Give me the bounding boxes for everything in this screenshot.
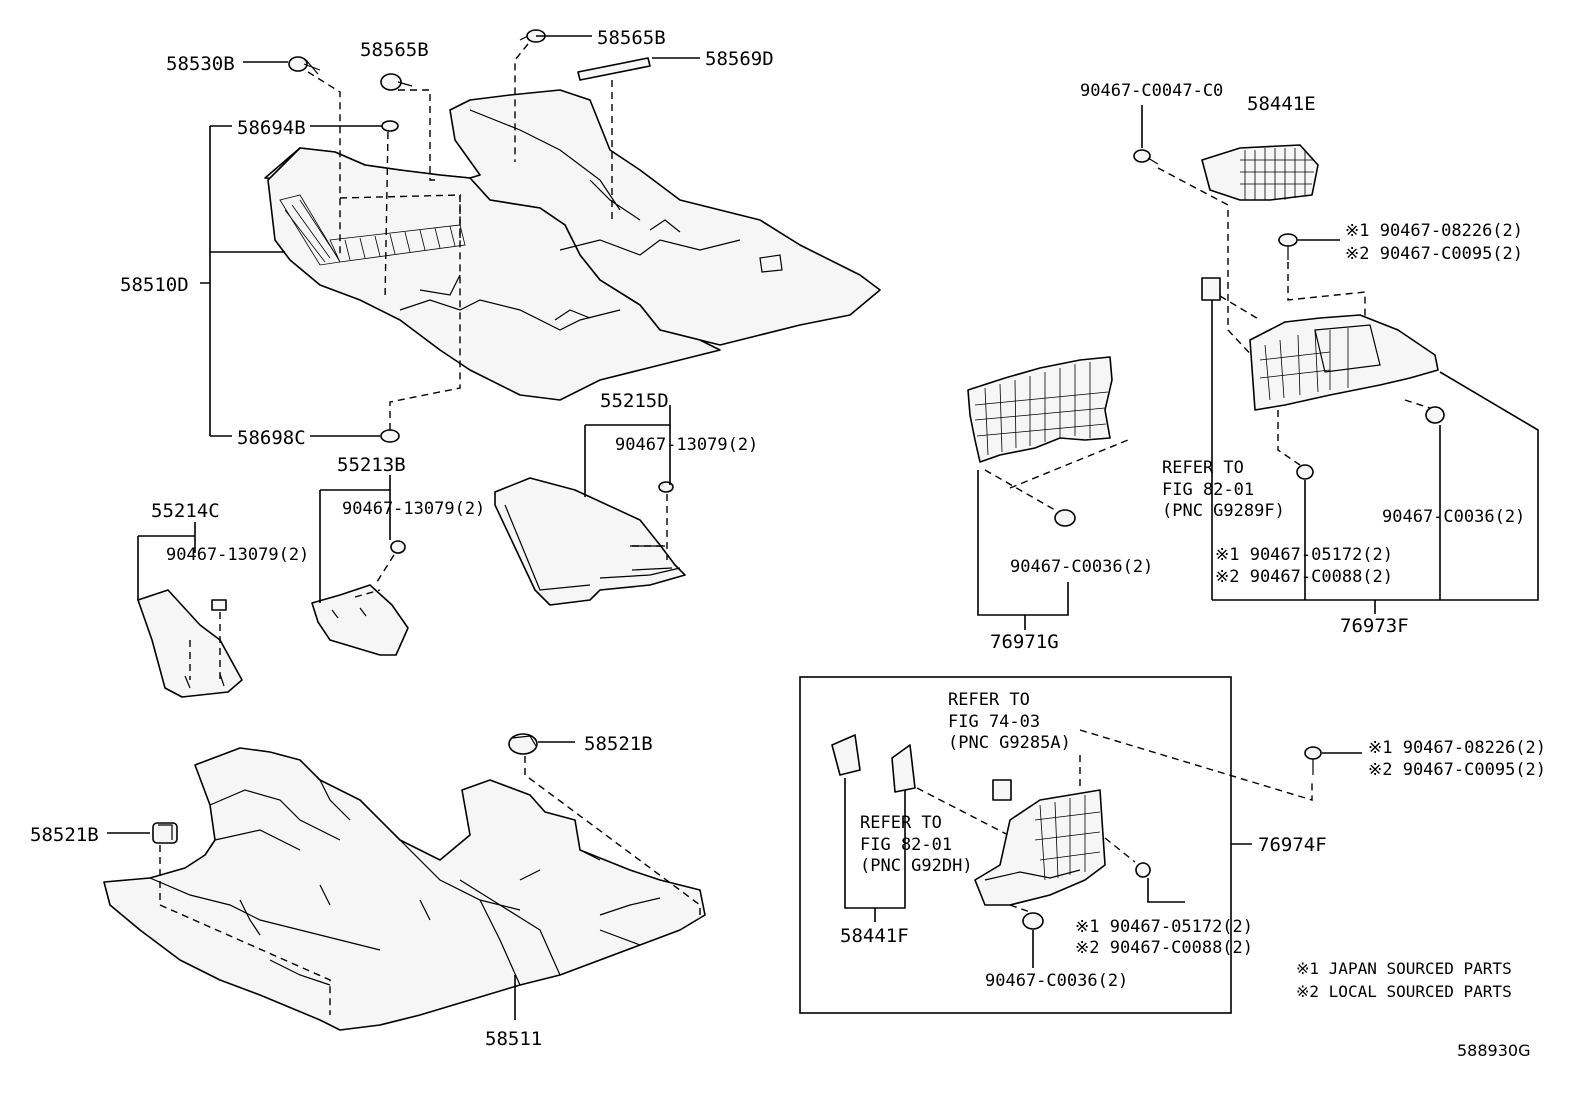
label-76973F: 76973F xyxy=(1340,615,1409,637)
clip-90467-C0036-box-icon xyxy=(1022,912,1044,930)
label-58565B-right: 58565B xyxy=(597,27,666,49)
ref-panel-icon-2 xyxy=(992,779,1012,801)
label-58569D: 58569D xyxy=(705,48,774,70)
label-55215D-clip: 90467-13079(2) xyxy=(615,435,758,455)
label-55215D: 55215D xyxy=(600,390,669,412)
floor-silencer-58511-drawing xyxy=(103,747,706,1031)
label-58698C: 58698C xyxy=(237,427,306,449)
panel-58441E-drawing xyxy=(1201,144,1319,201)
reference-2-line-3: (PNC G9285A) xyxy=(948,733,1071,753)
reference-2-line-2: FIG 74-03 xyxy=(948,712,1040,732)
panel-58441F-right-drawing xyxy=(891,744,916,793)
grommet-58698C-icon xyxy=(380,429,400,443)
trim-76971G-drawing xyxy=(967,356,1113,463)
label-76973F-clip2: 90467-C0036(2) xyxy=(1382,507,1525,527)
label-58441E: 58441E xyxy=(1247,93,1316,115)
reference-1-line-1: REFER TO xyxy=(1162,458,1244,478)
label-76974F-clip1-japan: ※1 90467-08226(2) xyxy=(1368,738,1546,758)
clip-90467-C0036-mid-icon xyxy=(1054,509,1076,527)
label-55213B: 55213B xyxy=(337,454,406,476)
label-76974F-clip1-local: ※2 90467-C0095(2) xyxy=(1368,760,1546,780)
reference-3-line-2: FIG 82-01 xyxy=(860,835,952,855)
label-76973F-clip1-japan: ※1 90467-08226(2) xyxy=(1345,221,1523,241)
label-76973F-clip1-local: ※2 90467-C0095(2) xyxy=(1345,244,1523,264)
label-58694B: 58694B xyxy=(237,117,306,139)
label-58441F: 58441F xyxy=(840,925,909,947)
label-58565B-left: 58565B xyxy=(360,39,429,61)
legend-local-sourced: ※2 LOCAL SOURCED PARTS xyxy=(1296,982,1512,1001)
label-76974F: 76974F xyxy=(1258,834,1327,856)
grommet-58694B-icon xyxy=(381,120,399,132)
label-76974F-clip2-local: ※2 90467-C0088(2) xyxy=(1075,938,1253,958)
bracket-58569D-icon xyxy=(577,57,651,81)
label-76973F-clip3-local: ※2 90467-C0088(2) xyxy=(1215,567,1393,587)
floor-carpet-front-drawing xyxy=(264,89,881,401)
label-76971G-clip: 90467-C0036(2) xyxy=(1010,557,1153,577)
clip-90467-08226-right-icon xyxy=(1278,233,1298,260)
trim-76973F-drawing xyxy=(1249,314,1439,411)
clip-90467-05172-box-icon xyxy=(1135,862,1151,878)
label-58521B-top: 58521B xyxy=(584,733,653,755)
label-58530B: 58530B xyxy=(166,53,235,75)
clip-90467-08226-box-icon xyxy=(1304,746,1322,775)
floor-part-55213B-drawing xyxy=(311,540,409,656)
clip-90467-C0036-right-icon xyxy=(1425,406,1445,424)
reference-2-line-1: REFER TO xyxy=(948,690,1030,710)
label-58511: 58511 xyxy=(485,1028,542,1050)
reference-1-line-2: FIG 82-01 xyxy=(1162,480,1254,500)
reference-3-line-3: (PNC G92DH) xyxy=(860,856,973,876)
label-76974F-clip2-japan: ※1 90467-05172(2) xyxy=(1075,917,1253,937)
clip-90467-05172-right-icon xyxy=(1296,464,1314,480)
ref-panel-icon xyxy=(1201,277,1221,301)
fastener-58530B-icon xyxy=(288,56,321,75)
label-76973F-clip3-japan: ※1 90467-05172(2) xyxy=(1215,545,1393,565)
clip-58521B-left-icon xyxy=(152,822,178,844)
label-90467-C0047-C0: 90467-C0047-C0 xyxy=(1080,81,1223,101)
clip-58521B-top-icon xyxy=(508,733,538,755)
reference-3-line-1: REFER TO xyxy=(860,813,942,833)
label-55214C-clip: 90467-13079(2) xyxy=(166,545,309,565)
legend-japan-sourced: ※1 JAPAN SOURCED PARTS xyxy=(1296,959,1512,978)
label-76974F-clip3: 90467-C0036(2) xyxy=(985,971,1128,991)
label-55213B-clip: 90467-13079(2) xyxy=(342,499,485,519)
label-76971G: 76971G xyxy=(990,631,1059,653)
label-58521B-left: 58521B xyxy=(30,824,99,846)
figure-id: 588930G xyxy=(1457,1041,1530,1060)
floor-mat-55215D-drawing xyxy=(494,477,686,606)
label-58510D: 58510D xyxy=(120,274,189,296)
fastener-58565B-left-icon xyxy=(380,73,413,91)
reference-1-line-3: (PNC G9289F) xyxy=(1162,501,1285,521)
label-55214C: 55214C xyxy=(151,500,220,522)
clip-90467-C0047-icon xyxy=(1133,149,1159,165)
panel-58441F-left-drawing xyxy=(831,734,861,776)
trim-76974F-drawing xyxy=(974,789,1106,906)
detail-box-76974F xyxy=(799,676,1232,1014)
